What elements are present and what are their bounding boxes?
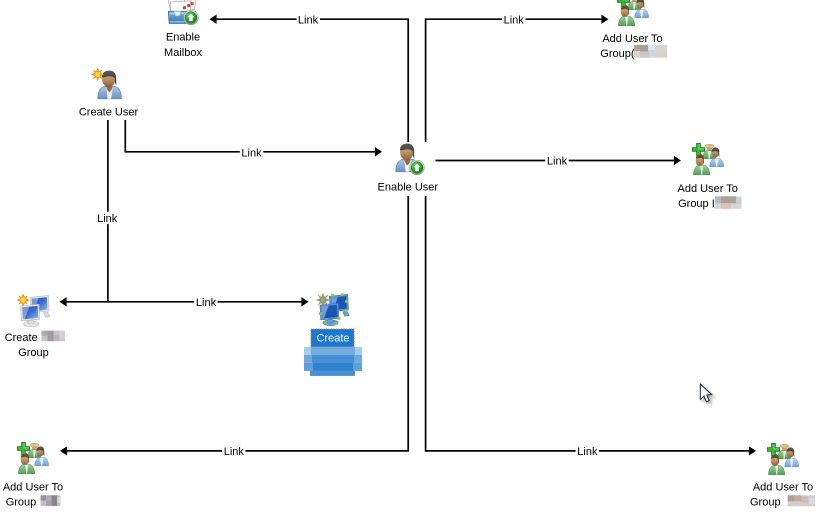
svg-text:Add User To: Add User To	[602, 33, 662, 45]
svg-text:Link: Link	[577, 446, 598, 458]
svg-text:Link: Link	[196, 297, 217, 309]
svg-text:Link: Link	[241, 147, 262, 159]
svg-text:Group: Group	[6, 496, 37, 508]
svg-text:Add User To: Add User To	[678, 183, 738, 195]
svg-text:Enable: Enable	[166, 32, 200, 44]
svg-text:Link: Link	[547, 156, 568, 168]
svg-text:Link: Link	[298, 14, 319, 26]
svg-text:Link: Link	[224, 446, 245, 458]
svg-text:Group: Group	[750, 496, 781, 508]
svg-text:Mailbox: Mailbox	[164, 47, 202, 59]
svg-text:Link: Link	[97, 213, 118, 225]
svg-text:Group I: Group I	[678, 198, 715, 210]
svg-text:Link: Link	[504, 14, 525, 26]
svg-text:Add User To: Add User To	[3, 481, 63, 493]
svg-text:Create: Create	[316, 333, 349, 345]
svg-text:Enable User: Enable User	[378, 181, 439, 193]
svg-text:Group(: Group(	[600, 48, 635, 60]
svg-text:Add User To: Add User To	[753, 481, 813, 493]
svg-text:Create: Create	[5, 332, 38, 344]
svg-text:Create User: Create User	[79, 106, 139, 118]
svg-text:Group: Group	[18, 347, 49, 359]
